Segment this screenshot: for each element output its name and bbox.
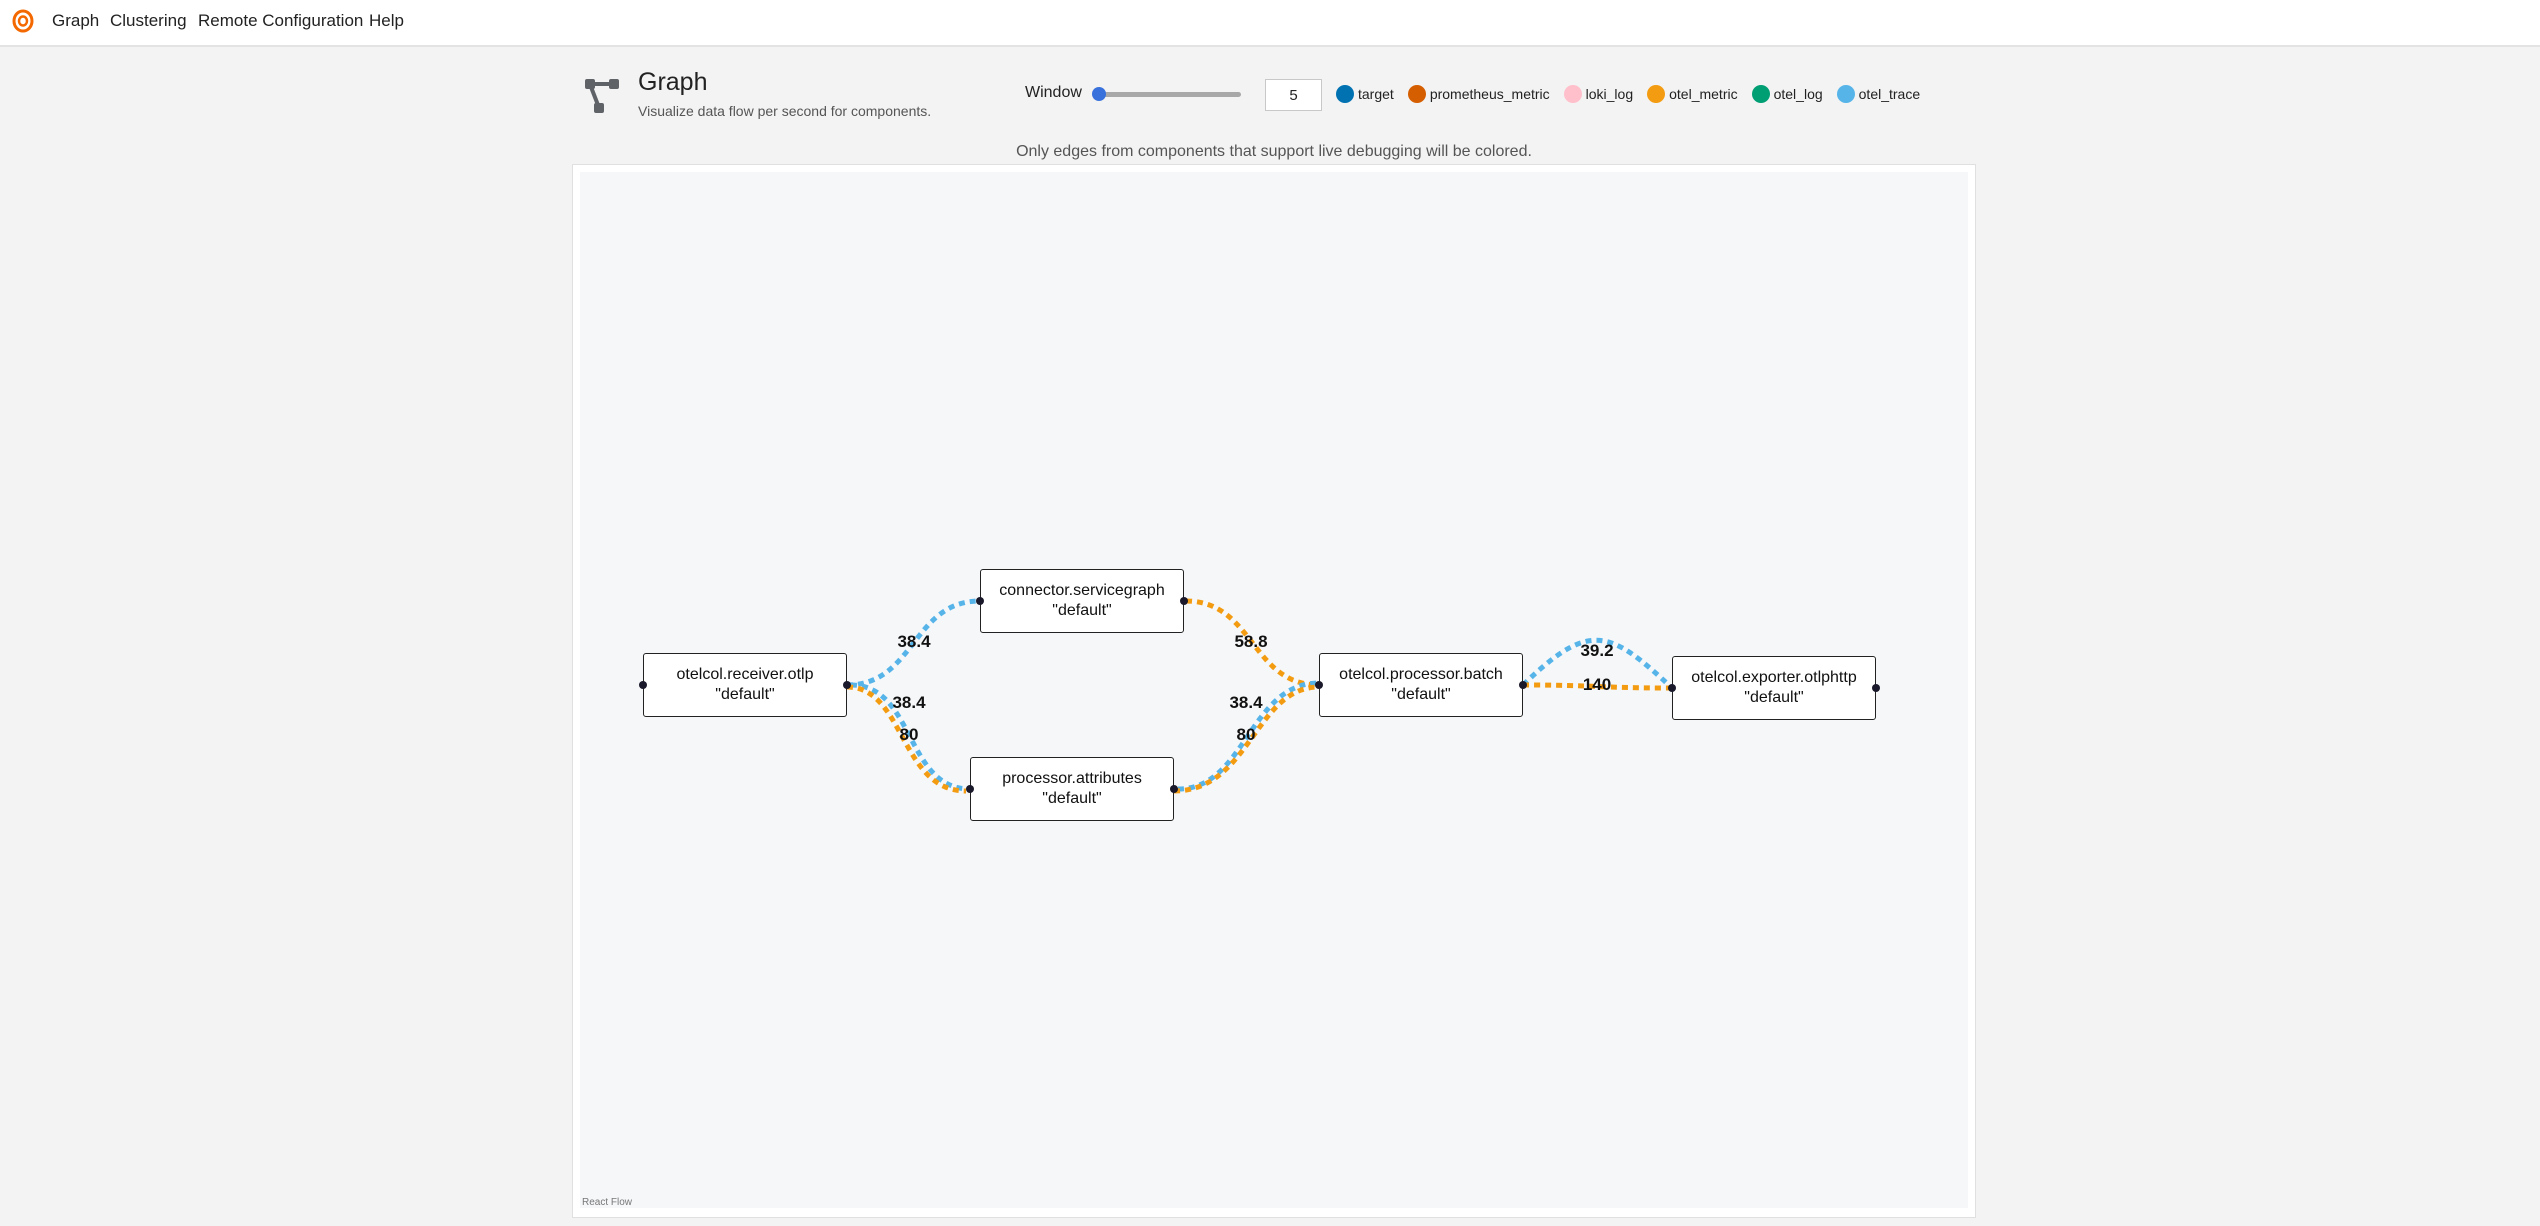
legend-label: loki_log	[1585, 86, 1634, 102]
nav-graph[interactable]: Graph	[52, 11, 100, 30]
page-title: Graph	[638, 68, 708, 96]
legend-dot	[1647, 85, 1666, 103]
live-debugging-note: Only edges from components that support …	[1016, 143, 1532, 160]
legend-dot	[1407, 85, 1426, 103]
window-slider-thumb[interactable]	[1092, 87, 1106, 101]
legend-dot	[1563, 85, 1582, 103]
edge-label: 140	[1582, 675, 1612, 694]
edge-label: 38.4	[897, 632, 931, 651]
node-name: otelcol.processor.batch	[1339, 666, 1503, 683]
source-handle[interactable]	[1170, 785, 1178, 793]
page-subtitle: Visualize data flow per second for compo…	[638, 103, 932, 119]
target-handle[interactable]	[1315, 681, 1323, 689]
node-processor-batch[interactable]: otelcol.processor.batch "default"	[1315, 653, 1527, 717]
edge-label: 80	[899, 725, 919, 744]
legend-item-otel-log: otel_log	[1751, 85, 1823, 103]
legend-dot	[1836, 85, 1855, 103]
nav-clustering[interactable]: Clustering	[110, 11, 187, 30]
node-processor-attributes[interactable]: processor.attributes "default"	[966, 757, 1178, 821]
legend-item-target: target	[1336, 85, 1394, 103]
graph-icon	[585, 79, 619, 113]
node-label: "default"	[1042, 790, 1102, 807]
legend: target prometheus_metric loki_log otel_m…	[1336, 85, 1934, 103]
legend-label: otel_metric	[1669, 86, 1738, 102]
target-handle[interactable]	[966, 785, 974, 793]
source-handle[interactable]	[1872, 684, 1880, 692]
top-nav: Graph Clustering Remote Configuration He…	[0, 0, 2540, 47]
react-flow-attribution[interactable]: React Flow	[582, 1197, 633, 1208]
edge-label: 38.4	[1229, 693, 1263, 712]
legend-item-otel-metric: otel_metric	[1647, 85, 1738, 103]
nav-help[interactable]: Help	[369, 11, 404, 30]
node-connector-servicegraph[interactable]: connector.servicegraph "default"	[976, 569, 1188, 633]
node-label: "default"	[1744, 689, 1804, 706]
alloy-logo-icon[interactable]	[12, 9, 34, 33]
node-name: otelcol.exporter.otlphttp	[1691, 669, 1857, 686]
node-exporter-otlphttp[interactable]: otelcol.exporter.otlphttp "default"	[1668, 656, 1880, 720]
node-label: "default"	[1391, 686, 1451, 703]
node-receiver-otlp[interactable]: otelcol.receiver.otlp "default"	[639, 653, 851, 717]
node-name: otelcol.receiver.otlp	[676, 666, 814, 683]
window-label: Window	[1025, 84, 1082, 101]
edge-label: 80	[1236, 725, 1256, 744]
target-handle[interactable]	[1668, 684, 1676, 692]
legend-label: otel_log	[1773, 86, 1823, 102]
legend-dot	[1336, 85, 1354, 103]
window-slider[interactable]	[1095, 92, 1241, 97]
legend-dot	[1751, 85, 1770, 103]
legend-label: prometheus_metric	[1429, 86, 1550, 102]
legend-item-otel-trace: otel_trace	[1836, 85, 1921, 103]
legend-label: target	[1358, 86, 1394, 102]
legend-label: otel_trace	[1858, 86, 1921, 102]
source-handle[interactable]	[1519, 681, 1527, 689]
node-label: "default"	[715, 686, 775, 703]
nav-remote-configuration[interactable]: Remote Configuration	[198, 11, 364, 30]
node-name: connector.servicegraph	[999, 582, 1165, 599]
node-label: "default"	[1052, 602, 1112, 619]
target-handle[interactable]	[639, 681, 647, 689]
source-handle[interactable]	[1180, 597, 1188, 605]
source-handle[interactable]	[843, 681, 851, 689]
target-handle[interactable]	[976, 597, 984, 605]
edge-label: 38.4	[892, 693, 926, 712]
window-input[interactable]: 5	[1265, 79, 1322, 111]
edge-label: 39.2	[1580, 641, 1614, 660]
legend-item-prometheus-metric: prometheus_metric	[1407, 85, 1550, 103]
legend-item-loki-log: loki_log	[1563, 85, 1634, 103]
edge-label: 58.8	[1234, 632, 1268, 651]
node-name: processor.attributes	[1002, 770, 1142, 787]
